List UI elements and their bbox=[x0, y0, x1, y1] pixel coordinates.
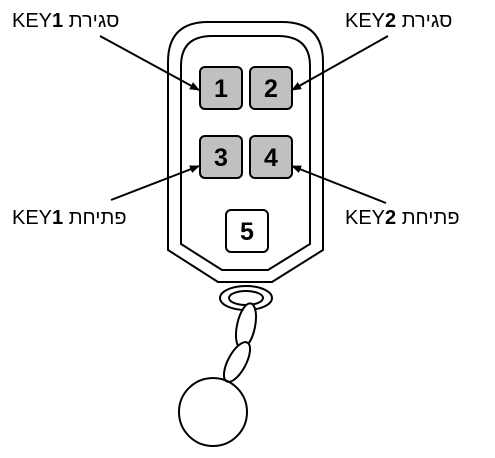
button-3-label: 3 bbox=[214, 144, 228, 172]
button-5: 5 bbox=[225, 209, 269, 253]
label-key1-open-prefix: KEY bbox=[12, 207, 53, 229]
arrow-key1-open bbox=[110, 165, 200, 201]
key-ring bbox=[178, 377, 248, 447]
label-key1-open: KEY1 פתיחת bbox=[12, 207, 127, 229]
label-key1-close-num: 1 bbox=[52, 10, 64, 32]
label-key1-open-num: 1 bbox=[52, 207, 64, 229]
label-key1-open-word: פתיחת bbox=[68, 207, 127, 229]
arrow-key2-close bbox=[291, 35, 389, 91]
label-key2-close-word: סגירת bbox=[401, 10, 453, 32]
label-key2-open-prefix: KEY bbox=[345, 207, 386, 229]
label-key2-close-num: 2 bbox=[385, 10, 397, 32]
label-key2-close-prefix: KEY bbox=[345, 10, 386, 32]
button-4: 4 bbox=[249, 135, 293, 179]
chain-link-2 bbox=[222, 341, 252, 383]
ring-attachment-inner bbox=[228, 290, 264, 306]
arrow-key2-open bbox=[291, 165, 387, 204]
button-4-label: 4 bbox=[264, 144, 278, 172]
arrow-key1-close bbox=[99, 35, 200, 91]
label-key2-open-num: 2 bbox=[385, 207, 397, 229]
button-1-label: 1 bbox=[214, 75, 228, 103]
label-key2-close: KEY2 סגירת bbox=[345, 10, 452, 32]
button-2: 2 bbox=[249, 66, 293, 110]
label-key1-close-word: סגירת bbox=[68, 10, 120, 32]
label-key2-open: KEY2 פתיחת bbox=[345, 207, 460, 229]
label-key1-close: KEY1 סגירת bbox=[12, 10, 119, 32]
button-1: 1 bbox=[199, 66, 243, 110]
button-2-label: 2 bbox=[264, 75, 278, 103]
label-key2-open-word: פתיחת bbox=[401, 207, 460, 229]
button-5-label: 5 bbox=[240, 218, 254, 246]
button-3: 3 bbox=[199, 135, 243, 179]
label-key1-close-prefix: KEY bbox=[12, 10, 53, 32]
